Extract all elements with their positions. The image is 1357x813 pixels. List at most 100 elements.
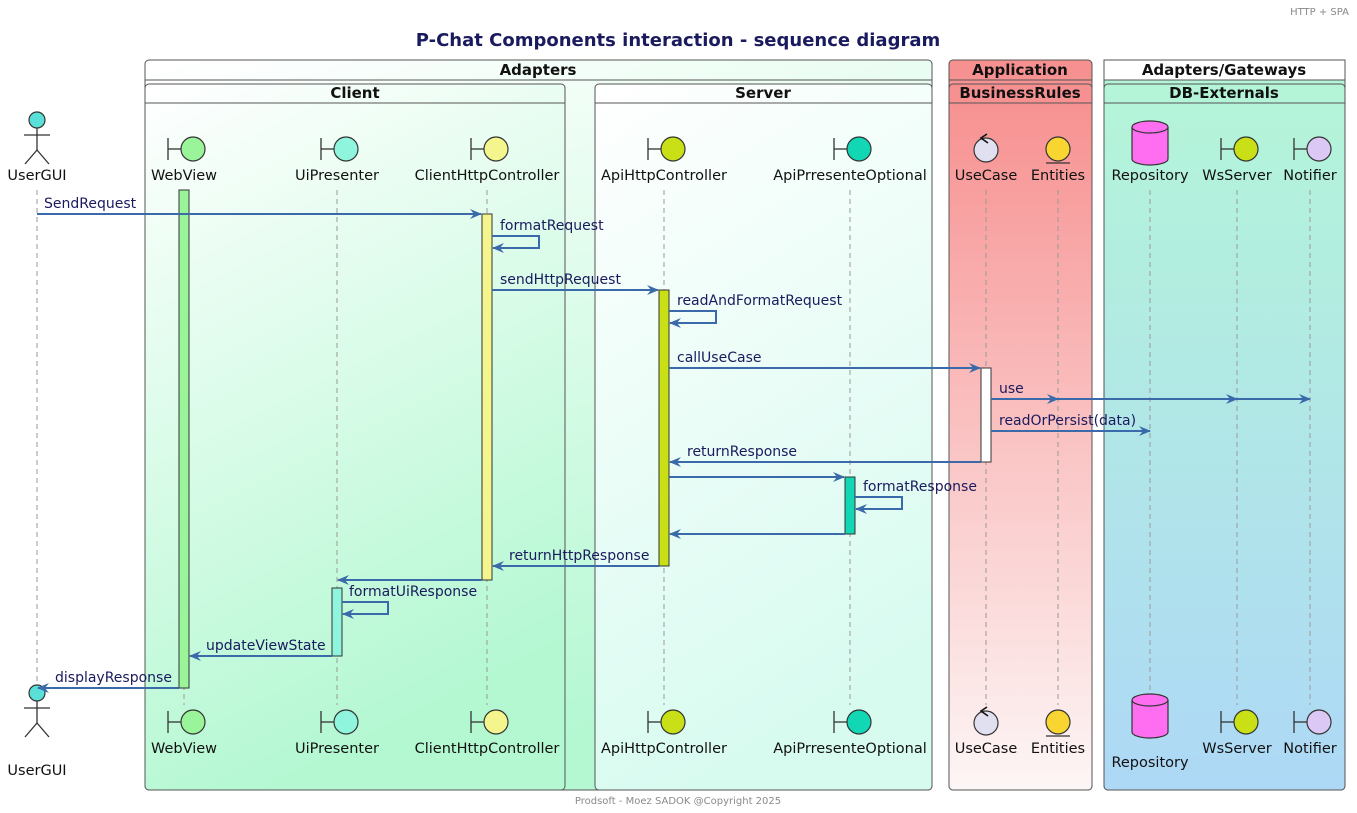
participant-wsserver-bottom: WsServer [1202, 709, 1272, 757]
notifier-icon [1293, 136, 1332, 162]
participant-webview-top: WebView [151, 136, 217, 184]
webview-icon [167, 136, 206, 162]
message-readandformatrequest: readAndFormatRequest [669, 293, 843, 328]
activation-usecase [980, 367, 992, 463]
clienthttp-label: ClientHttpController [415, 741, 560, 757]
group-server-label: Server [735, 84, 791, 102]
usecase-label: UseCase [955, 168, 1018, 184]
usergui-label: UserGUI [7, 168, 66, 184]
message-label: sendHttpRequest [500, 272, 621, 288]
message-arrow [855, 496, 903, 514]
group-db-externals-label: DB-Externals [1169, 84, 1279, 102]
apipresenter-label: ApiPrresenteOptional [773, 741, 927, 757]
diagram-title: P-Chat Components interaction - sequence… [416, 30, 941, 51]
participant-apipresenter-top: ApiPrresenteOptional [773, 136, 927, 184]
participant-notifier-top: Notifier [1283, 136, 1337, 184]
apipresenter-label: ApiPrresenteOptional [773, 168, 927, 184]
entities-label: Entities [1031, 741, 1085, 757]
clienthttp-icon [470, 136, 509, 162]
apihttp-label: ApiHttpController [601, 168, 727, 184]
group-adapters-gateways-label: Adapters/Gateways [1142, 61, 1306, 79]
webview-label: WebView [151, 741, 217, 757]
message-formatrequest: formatRequest [492, 218, 604, 253]
participant-uipresenter-top: UiPresenter [295, 136, 379, 184]
message-label: formatResponse [863, 479, 977, 495]
repository-label: Repository [1111, 755, 1189, 771]
usecase-icon [973, 706, 999, 736]
message-displayresponse: displayResponse [37, 670, 179, 693]
participant-notifier-bottom: Notifier [1283, 709, 1337, 757]
participant-wsserver-top: WsServer [1202, 136, 1272, 184]
message-returnhttpresponse: returnHttpResponse [492, 548, 659, 571]
apihttp-icon [647, 136, 686, 162]
wsserver-icon [1220, 136, 1259, 162]
message-label: returnResponse [687, 444, 797, 460]
apihttp-label: ApiHttpController [601, 741, 727, 757]
group-db-externals: DB-Externals [1103, 83, 1346, 791]
entities-icon [1045, 136, 1071, 164]
participant-apipresenter-bottom: ApiPrresenteOptional [773, 709, 927, 757]
message-sendhttprequest: sendHttpRequest [492, 272, 659, 295]
apipresenter-icon [833, 136, 872, 162]
webview-label: WebView [151, 168, 217, 184]
wsserver-label: WsServer [1202, 741, 1271, 757]
activation-clienthttp [481, 213, 493, 581]
clienthttp-icon [470, 709, 509, 735]
message-label: SendRequest [44, 196, 137, 212]
entities-label: Entities [1031, 168, 1085, 184]
message-arrow [342, 601, 389, 619]
repository-icon [1131, 120, 1169, 166]
participant-apihttp-bottom: ApiHttpController [601, 709, 727, 757]
message-formatuiresponse: formatUiResponse [342, 584, 477, 619]
participant-usergui-top: UserGUI [7, 111, 67, 184]
group-client: Client [144, 83, 566, 791]
messages: SendRequest formatRequest sendHttpRequest r… [37, 196, 1311, 693]
activation-bars [178, 189, 992, 689]
uipresenter-label: UiPresenter [295, 168, 379, 184]
participant-entities-top: Entities [1031, 136, 1085, 184]
participants-top: UserGUI WebView UiPresenter ClientHttpContr… [7, 111, 1337, 184]
message-formatresponse: formatResponse [855, 479, 977, 514]
group-business-rules-label: BusinessRules [959, 84, 1080, 102]
participant-webview-bottom: WebView [151, 709, 217, 757]
activation-uipresenter [331, 587, 343, 657]
participant-clienthttp-bottom: ClientHttpController [415, 709, 560, 757]
message-arrow [669, 310, 717, 328]
message-label: callUseCase [677, 350, 761, 366]
message-arrow [492, 235, 540, 253]
participant-entities-bottom: Entities [1031, 709, 1085, 757]
notifier-icon [1293, 709, 1332, 735]
webview-icon [167, 709, 206, 735]
activation-apipresenter [844, 476, 856, 535]
repository-icon [1131, 693, 1169, 739]
message-label: use [999, 381, 1024, 397]
message-updateviewstate: updateViewState [189, 638, 332, 661]
participant-uipresenter-bottom: UiPresenter [295, 709, 379, 757]
activation-apihttp [658, 289, 670, 567]
activation-webview [178, 189, 190, 689]
apipresenter-icon [833, 709, 872, 735]
clienthttp-label: ClientHttpController [415, 168, 560, 184]
message-returnresponse: returnResponse [669, 444, 981, 467]
message-sendrequest: SendRequest [37, 196, 482, 219]
participant-usecase-top: UseCase [955, 133, 1018, 184]
message-label: updateViewState [206, 638, 326, 654]
participant-repository-bottom: Repository [1111, 693, 1189, 771]
message-label: readOrPersist(data) [999, 413, 1136, 429]
group-adapters-label: Adapters [500, 61, 577, 79]
usecase-icon [973, 133, 999, 163]
uipresenter-icon [320, 709, 359, 735]
message-label: formatUiResponse [349, 584, 477, 600]
message-label: formatRequest [500, 218, 604, 234]
participant-usergui-bottom: UserGUI [7, 684, 67, 779]
participant-apihttp-top: ApiHttpController [601, 136, 727, 184]
uipresenter-icon [320, 136, 359, 162]
message-use: use [991, 381, 1059, 404]
usergui-icon [24, 111, 50, 165]
participant-repository-top: Repository [1111, 120, 1189, 184]
entities-icon [1045, 709, 1071, 737]
participant-clienthttp-top: ClientHttpController [415, 136, 560, 184]
message-label: readAndFormatRequest [677, 293, 843, 309]
